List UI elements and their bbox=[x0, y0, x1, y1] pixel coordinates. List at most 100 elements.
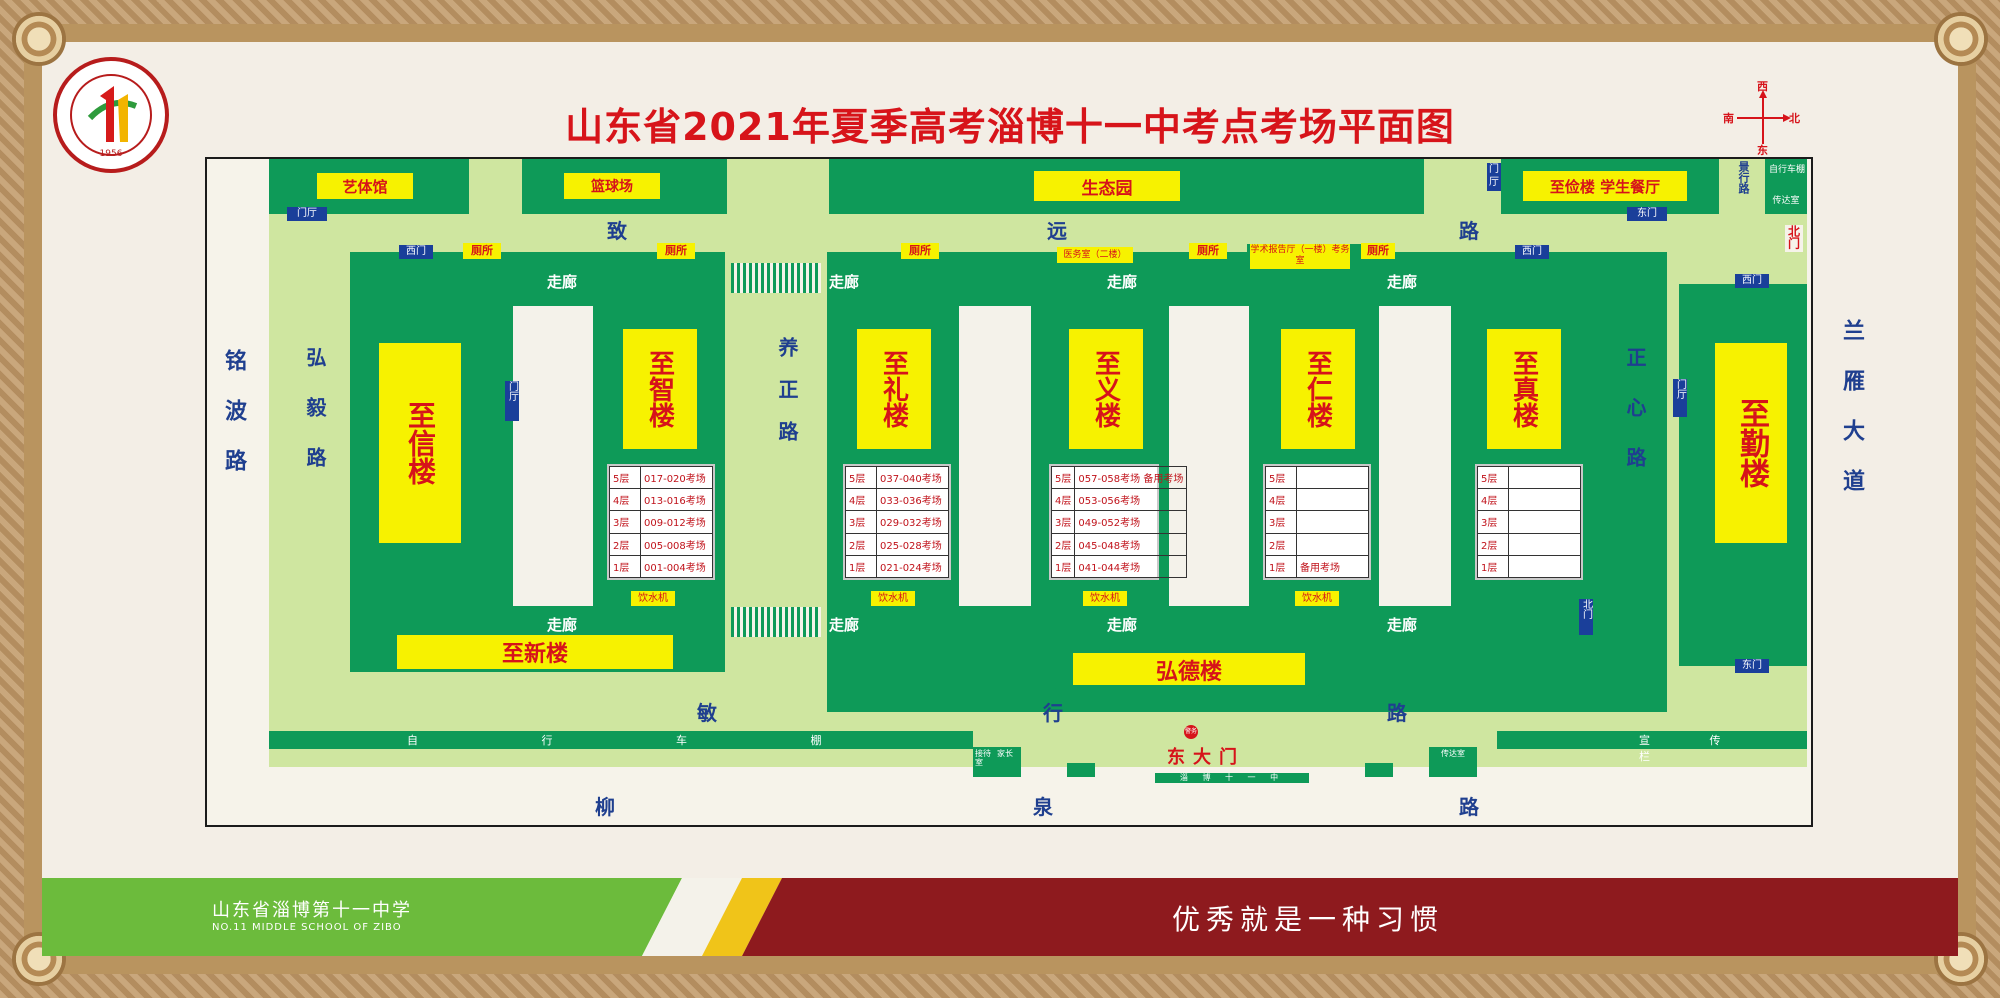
floor-cell: 5层 bbox=[1477, 465, 1509, 490]
banner-school-cn: 山东省淄博第十一中学 bbox=[212, 900, 412, 921]
compass-west: 西 bbox=[1757, 80, 1768, 93]
rooms-cell: 053-056考场 bbox=[1074, 488, 1188, 512]
lanyan-avenue: 兰雁大道 bbox=[1839, 319, 1864, 519]
toilet-label: 厕所 bbox=[1361, 243, 1395, 259]
exam-table-row: 2层 bbox=[1265, 532, 1369, 556]
corridor-label: 走廊 bbox=[829, 273, 860, 291]
floor-cell: 4层 bbox=[1050, 488, 1076, 512]
gym-hall-gate: 门厅 bbox=[287, 207, 327, 221]
corridor-label: 走廊 bbox=[1107, 273, 1138, 291]
exam-table-row: 5层 bbox=[1477, 465, 1581, 490]
corridor-label: 走廊 bbox=[547, 273, 578, 291]
rooms-cell: 049-052考场 bbox=[1074, 510, 1188, 534]
bike-shed-bottom bbox=[269, 731, 973, 749]
rooms-cell: 001-004考场 bbox=[640, 554, 713, 579]
svg-text:1956: 1956 bbox=[100, 149, 123, 159]
hall-gate-vertical: 门厅 bbox=[505, 381, 519, 421]
corridor-label: 走廊 bbox=[1387, 273, 1418, 291]
rooms-cell: 041-044考场 bbox=[1074, 554, 1188, 579]
reception-label: 接待室 bbox=[975, 749, 991, 767]
gate-pillar bbox=[1365, 763, 1393, 777]
floor-cell: 2层 bbox=[845, 532, 877, 556]
rooms-cell bbox=[1508, 532, 1581, 556]
reception-room bbox=[973, 747, 1021, 777]
rooms-cell: 009-012考场 bbox=[640, 510, 713, 534]
bike-shed-top-label: 自行车棚 bbox=[1768, 165, 1805, 175]
campus-map: 艺体馆 篮球场 生态园 至俭楼 学生餐厅 自行车棚 传达室 景行路 门厅 门厅 … bbox=[205, 157, 1864, 827]
hall-gate-vertical: 门厅 bbox=[1673, 379, 1687, 417]
rooms-cell bbox=[1296, 532, 1369, 556]
lecture-hall-label: 学术报告厅（一楼）考务室 bbox=[1250, 244, 1350, 269]
corridor-label: 走廊 bbox=[1387, 616, 1418, 634]
exam-table-row: 4层 bbox=[1265, 488, 1369, 512]
exam-table-row: 1层 bbox=[1477, 554, 1581, 579]
rooms-cell: 033-036考场 bbox=[876, 488, 949, 512]
toilet-label: 厕所 bbox=[1189, 243, 1227, 259]
publicity-label: 宣 传 栏 bbox=[1639, 734, 1749, 763]
floor-cell: 1层 bbox=[609, 554, 641, 579]
building-zhixinlou-new: 至新楼 bbox=[397, 635, 673, 669]
floor-cell: 2层 bbox=[1477, 532, 1509, 556]
rooms-cell: 备用考场 bbox=[1296, 554, 1369, 579]
corridor-label: 走廊 bbox=[547, 616, 578, 634]
canteen-east-gate: 东门 bbox=[1627, 207, 1667, 221]
courtyard bbox=[1379, 306, 1451, 606]
floor-cell: 2层 bbox=[1265, 532, 1297, 556]
police-dot-icon: 警务 bbox=[1184, 725, 1198, 739]
canteen-hall-gate: 门厅 bbox=[1487, 163, 1501, 191]
rooms-cell bbox=[1296, 510, 1369, 534]
exam-table-row: 3层 bbox=[1265, 510, 1369, 534]
building-zhizhi: 至智楼 bbox=[623, 329, 697, 449]
water-dispenser: 饮水机 bbox=[1295, 591, 1339, 606]
map-title: 山东省2021年夏季高考淄博十一中考点考场平面图 bbox=[565, 105, 1455, 149]
floor-cell: 4层 bbox=[1265, 488, 1297, 512]
exam-table-row: 1层备用考场 bbox=[1265, 554, 1369, 579]
floor-cell: 5层 bbox=[1265, 465, 1297, 490]
courtyard bbox=[959, 306, 1031, 606]
guard-bottom-label: 传达室 bbox=[1441, 749, 1465, 758]
bottom-banner: 山东省淄博第十一中学 NO.11 MIDDLE SCHOOL OF ZIBO 优… bbox=[42, 878, 1958, 956]
floor-cell: 4层 bbox=[609, 488, 641, 512]
zhiyuan-road-3: 路 bbox=[1459, 219, 1479, 243]
stairs-bottom bbox=[731, 607, 821, 637]
minxing-road-3: 路 bbox=[1387, 701, 1407, 725]
school-logo: 1956 bbox=[52, 56, 170, 174]
floor-cell: 5层 bbox=[609, 465, 641, 490]
building-zhiren: 至仁楼 bbox=[1281, 329, 1355, 449]
exam-table-row: 5层 bbox=[1265, 465, 1369, 490]
west-gate: 西门 bbox=[1515, 245, 1549, 259]
courtyard bbox=[513, 306, 593, 606]
east-main-gate-label: 东大门 bbox=[1167, 747, 1245, 768]
floor-cell: 5层 bbox=[1050, 465, 1076, 490]
floor-cell: 3层 bbox=[845, 510, 877, 534]
floor-cell: 5层 bbox=[845, 465, 877, 490]
minxing-road-1: 敏 bbox=[697, 701, 717, 725]
school-sign bbox=[1155, 773, 1309, 783]
rooms-cell: 025-028考场 bbox=[876, 532, 949, 556]
water-dispenser: 饮水机 bbox=[631, 591, 675, 606]
rooms-cell: 029-032考场 bbox=[876, 510, 949, 534]
building-zhiqin: 至勤楼 bbox=[1715, 343, 1787, 543]
guard-top-label: 传达室 bbox=[1772, 196, 1800, 206]
school-sign-label: 淄 博 十 一 中 bbox=[1179, 773, 1285, 782]
corridor-label: 走廊 bbox=[829, 616, 860, 634]
toilet-label: 厕所 bbox=[657, 243, 695, 259]
exam-table-row: 3层 bbox=[1477, 510, 1581, 534]
rooms-cell: 021-024考场 bbox=[876, 554, 949, 579]
west-gate: 西门 bbox=[1735, 274, 1769, 288]
floor-cell: 3层 bbox=[609, 510, 641, 534]
floor-cell: 4层 bbox=[845, 488, 877, 512]
water-dispenser: 饮水机 bbox=[1083, 591, 1127, 606]
minxing-road-2: 行 bbox=[1043, 701, 1063, 725]
gate-pillar bbox=[1067, 763, 1095, 777]
compass-icon: 西 东 南 北 bbox=[1723, 80, 1801, 157]
